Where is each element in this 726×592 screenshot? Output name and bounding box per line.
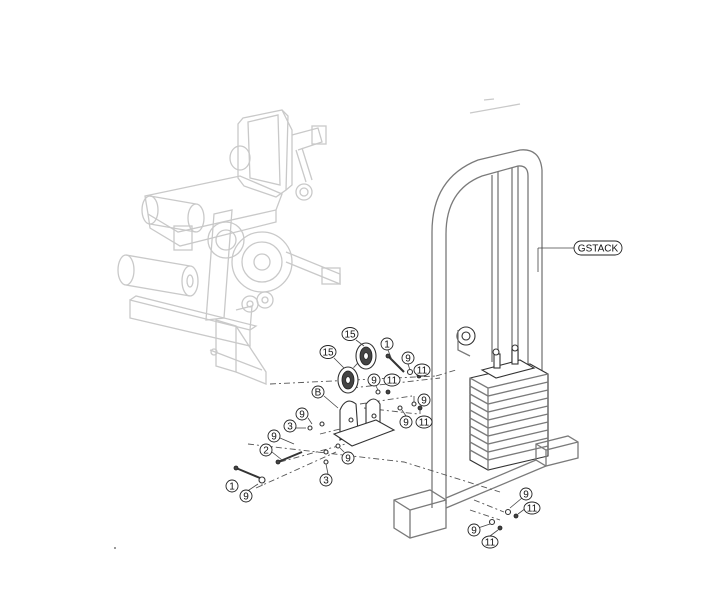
callout-9-base-a: 9 [519, 487, 533, 501]
svg-text:3: 3 [323, 476, 329, 487]
svg-text:15: 15 [322, 348, 334, 359]
svg-text:9: 9 [421, 396, 427, 407]
svg-text:B: B [315, 388, 322, 399]
callout-B: B [311, 385, 325, 399]
weight-stack-tower [393, 149, 579, 539]
callout-15-lower: 15 [319, 345, 337, 359]
callout-9-right-a: 9 [417, 393, 431, 407]
callout-2: 2 [259, 443, 273, 457]
assembly-label-gstack: GSTACK [573, 240, 623, 256]
callout-9-mid: 9 [367, 373, 381, 387]
callout-11-base-b: 11 [481, 535, 499, 549]
callout-1-lower: 1 [225, 479, 239, 493]
bolt-1-upper [385, 353, 405, 373]
svg-text:11: 11 [387, 376, 398, 387]
callout-1-upper: 1 [380, 337, 394, 351]
svg-text:9: 9 [243, 492, 249, 503]
callout-9-lower-left: 9 [239, 489, 253, 503]
pulley-15-upper [355, 342, 377, 370]
bolt-1-lower [233, 465, 261, 479]
pulley-15-lower [337, 366, 359, 394]
svg-text:9: 9 [345, 454, 351, 465]
bracket-B [332, 398, 396, 447]
callout-11-upper-right: 11 [413, 363, 431, 377]
callout-9-left-b: 9 [267, 429, 281, 443]
callout-9-center: 9 [341, 451, 355, 465]
svg-text:9: 9 [523, 490, 529, 501]
svg-text:9: 9 [471, 526, 477, 537]
weight-plates [469, 344, 549, 471]
callout-15-upper: 15 [341, 327, 359, 341]
svg-text:9: 9 [299, 410, 305, 421]
svg-text:1: 1 [384, 340, 390, 351]
leg-extension-machine-ghost [117, 109, 341, 385]
svg-text:9: 9 [271, 432, 277, 443]
svg-text:15: 15 [344, 330, 356, 341]
svg-text:11: 11 [485, 538, 496, 549]
callout-11-right: 11 [415, 415, 433, 429]
svg-text:3: 3 [287, 422, 293, 433]
svg-text:GSTACK: GSTACK [578, 244, 619, 255]
svg-text:9: 9 [403, 418, 409, 429]
callout-3-upper: 3 [283, 419, 297, 433]
svg-text:11: 11 [527, 504, 538, 515]
stray-marks [114, 98, 521, 549]
callout-11-mid: 11 [383, 373, 401, 387]
callout-9-left-a: 9 [295, 407, 309, 421]
svg-text:9: 9 [371, 376, 377, 387]
callout-3-lower: 3 [319, 473, 333, 487]
washers-and-nuts [258, 368, 519, 531]
callout-9-right-b: 9 [399, 415, 413, 429]
bolt-2 [275, 451, 303, 465]
svg-text:2: 2 [263, 446, 269, 457]
svg-text:11: 11 [417, 366, 428, 377]
callout-9-base-b: 9 [467, 523, 481, 537]
callout-9-upper-right: 9 [401, 351, 415, 365]
svg-text:11: 11 [419, 418, 430, 429]
callout-11-base-a: 11 [523, 501, 541, 515]
svg-text:1: 1 [229, 482, 235, 493]
svg-text:9: 9 [405, 354, 411, 365]
